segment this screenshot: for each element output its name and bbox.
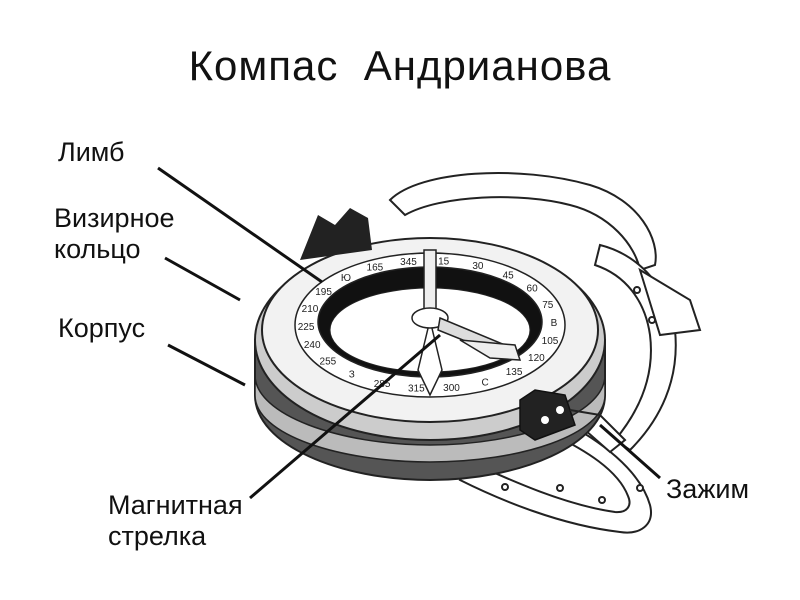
dial-mark: 225 xyxy=(298,322,315,333)
dial-mark: 120 xyxy=(528,353,545,364)
dial-mark: 300 xyxy=(443,383,460,394)
dial-mark: 165 xyxy=(367,263,384,274)
dial-mark: Ю xyxy=(341,273,351,284)
dial-mark: 45 xyxy=(503,270,515,281)
dial-mark: 255 xyxy=(320,356,337,367)
dial-mark: 345 xyxy=(400,257,417,268)
dial-mark: В xyxy=(551,318,558,329)
dial-mark: З xyxy=(349,370,355,381)
dial-mark: 15 xyxy=(438,256,450,267)
dial-mark: 30 xyxy=(472,261,484,272)
dial-mark: 105 xyxy=(542,336,559,347)
dial-mark: 240 xyxy=(304,340,321,351)
dial-mark: 135 xyxy=(506,367,523,378)
dial-mark: 210 xyxy=(302,304,319,315)
dial-mark: 195 xyxy=(315,287,332,298)
dial-mark: С xyxy=(481,377,488,388)
dial-mark: 315 xyxy=(408,384,425,395)
dial-mark: 60 xyxy=(527,284,539,295)
dial-mark: 75 xyxy=(542,300,554,311)
